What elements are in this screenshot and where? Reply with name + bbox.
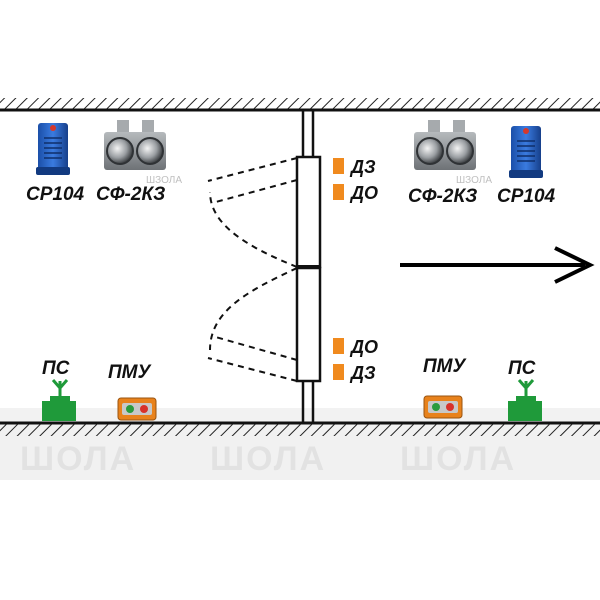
control-panel-label-right: ПМУ [423, 356, 467, 377]
door-sensor-bottom-upper: ДО [333, 337, 378, 357]
gate-swing-dashed [207, 157, 298, 382]
bottom-wall [0, 421, 600, 436]
control-panel-icon-left [117, 397, 157, 421]
traffic-light-icon-left: ШЗОЛА [104, 120, 182, 186]
door-sensor-bottom-lower: ДЗ [333, 363, 376, 383]
gate-leaf-lower [295, 266, 322, 383]
sensor-marker [333, 184, 344, 200]
sound-siren-icon-right [509, 126, 543, 178]
top-wall [0, 98, 600, 112]
sound-siren-label-right: СР104 [497, 186, 556, 207]
sensor-marker [333, 338, 344, 354]
sensor-marker [333, 158, 344, 174]
door-sensor-label: ДЗ [349, 157, 376, 177]
small-watermark-right: ШЗОЛА [456, 175, 492, 186]
watermark-text-3: ШОЛА [400, 440, 516, 478]
sensor-label-left: ПС [42, 358, 70, 379]
door-sensor-top-lower: ДО [333, 183, 378, 203]
sensor-antenna-icon-right [508, 379, 542, 421]
traffic-light-label-right: СФ-2КЗ [408, 186, 477, 207]
sensor-antenna-icon-left [42, 379, 76, 421]
door-sensor-label: ДЗ [349, 363, 376, 383]
control-panel-label-left: ПМУ [108, 362, 152, 383]
gate-leaf-upper [295, 155, 322, 269]
sound-siren-label-left: СР104 [26, 184, 85, 205]
watermark-text-1: ШОЛА [20, 440, 136, 478]
control-panel-icon-right [423, 395, 463, 419]
direction-arrow-icon [400, 246, 595, 284]
door-sensor-label: ДО [349, 183, 378, 203]
sound-siren-icon-left [36, 123, 70, 175]
sensor-label-right: ПС [508, 358, 536, 379]
watermark-text-2: ШОЛА [210, 440, 326, 478]
small-watermark-left: ШЗОЛА [146, 175, 182, 186]
door-sensor-label: ДО [349, 337, 378, 357]
sensor-marker [333, 364, 344, 380]
traffic-light-label-left: СФ-2КЗ [96, 184, 165, 205]
door-sensor-top-upper: ДЗ [333, 157, 376, 177]
traffic-light-icon-right: ШЗОЛА [414, 120, 492, 186]
